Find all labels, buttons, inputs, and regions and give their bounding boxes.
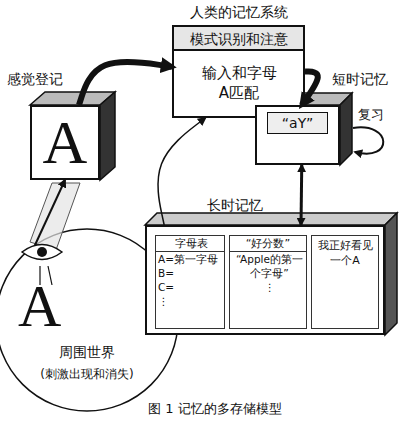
box-text: B= bbox=[156, 266, 224, 280]
light-beam bbox=[30, 183, 80, 250]
box-text: A=第一字母 bbox=[156, 252, 224, 266]
box-text: A bbox=[32, 107, 98, 177]
flow-arrow bbox=[158, 118, 205, 225]
box-text: ⋮ bbox=[230, 280, 306, 294]
box-heading: 长时记忆 bbox=[207, 197, 263, 215]
box-text: 输入和字母A匹配 bbox=[201, 63, 277, 103]
box-top-face bbox=[145, 213, 397, 225]
box-heading: 感觉登记 bbox=[7, 71, 63, 89]
eye-pupil bbox=[37, 247, 47, 257]
flow-arrow bbox=[79, 62, 172, 105]
rehearsal-loop bbox=[353, 127, 383, 153]
box-top-face bbox=[30, 92, 115, 105]
box-heading: 我正好看见一个A bbox=[312, 236, 378, 270]
store-box: 长时记忆字母表A=第一字母B=C=⋮“好分数”“Apple的第一个字母”⋮我正好… bbox=[145, 225, 385, 335]
box-text: 周围世界 bbox=[0, 344, 179, 362]
box-heading: 短时记忆 bbox=[332, 71, 388, 89]
box-heading: “好分数” bbox=[230, 236, 306, 252]
box-side-face bbox=[100, 92, 115, 180]
memory-column: 我正好看见一个A bbox=[311, 235, 379, 329]
box-heading: 字母表 bbox=[156, 236, 224, 252]
flow-arrow bbox=[35, 180, 65, 245]
box-side-face bbox=[340, 93, 352, 165]
memory-column: “好分数”“Apple的第一个字母”⋮ bbox=[229, 235, 307, 329]
figure-caption: 图 1 记忆的多存储模型 bbox=[120, 400, 310, 418]
box-text: C= bbox=[156, 280, 224, 294]
eye-symbol bbox=[22, 245, 62, 260]
box-heading: 模式识别和注意 bbox=[174, 27, 303, 51]
flow-arrow bbox=[300, 165, 304, 225]
store-box: 感觉登记A bbox=[30, 105, 100, 180]
box-heading: A bbox=[18, 274, 61, 338]
box-text: ⋮ bbox=[156, 294, 224, 308]
box-text: “Apple的第一个字母” bbox=[230, 252, 306, 280]
box-side-face bbox=[385, 213, 397, 335]
note-label: 复习 bbox=[358, 106, 384, 124]
diagram-title: 人类的记忆系统 bbox=[172, 4, 305, 22]
memory-column: 字母表A=第一字母B=C=⋮ bbox=[155, 235, 225, 329]
box-text: “aY” bbox=[267, 112, 328, 134]
box-text: (刺激出现和消失) bbox=[0, 366, 179, 383]
store-box: 短时记忆“aY” bbox=[255, 105, 340, 165]
world-outline bbox=[0, 229, 178, 411]
